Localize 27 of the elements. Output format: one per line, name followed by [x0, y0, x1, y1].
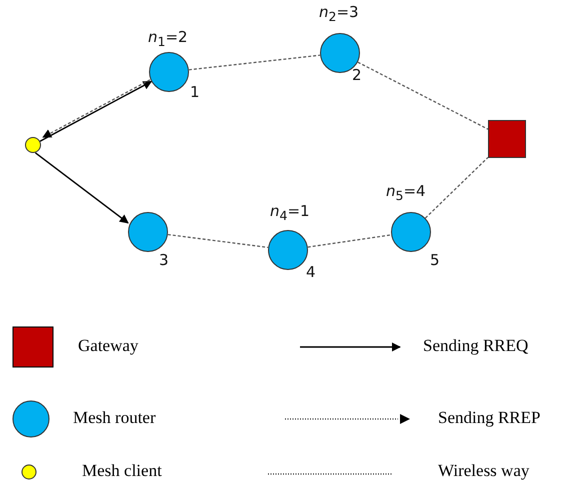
link-line	[424, 156, 488, 219]
link-line	[188, 54, 320, 70]
node-label: n$_{2}$=3	[319, 5, 359, 24]
legend-label: Sending RREQ	[423, 337, 528, 354]
mesh-client-circle	[25, 137, 41, 153]
node-label: n$_{4}$=1	[270, 204, 310, 222]
arrow	[34, 152, 129, 224]
link-line	[168, 234, 268, 248]
gateway-square	[488, 120, 526, 158]
legend-label: Gateway	[78, 337, 138, 354]
node-label: 3	[159, 253, 169, 268]
legend-label: Mesh client	[82, 462, 162, 479]
mesh-router-circle	[149, 52, 189, 92]
legend-label: Sending RREP	[438, 409, 540, 426]
node-label: n$_{5}$=4	[386, 184, 426, 202]
link-line	[308, 234, 392, 248]
node-label: 2	[352, 68, 362, 83]
node-label: 4	[306, 265, 316, 280]
node-label: n$_{1}$=2	[148, 30, 188, 48]
mesh-router-circle	[128, 212, 168, 252]
mesh-router-circle	[391, 212, 431, 252]
mesh-router-circle	[268, 230, 308, 270]
legend-label: Mesh router	[73, 409, 156, 426]
node-label: 5	[430, 253, 440, 268]
link-line	[358, 62, 488, 130]
node-label: 1	[190, 85, 200, 100]
legend-label: Wireless way	[438, 462, 530, 479]
